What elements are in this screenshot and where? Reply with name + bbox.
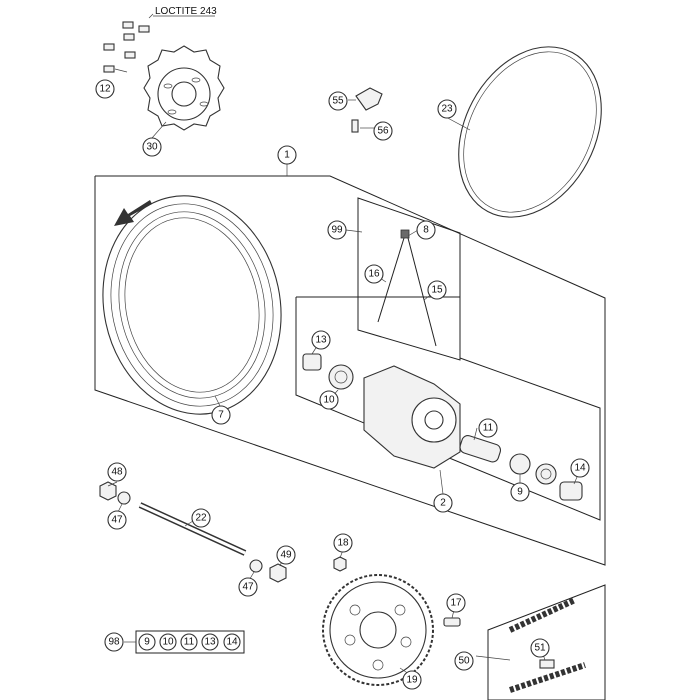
kit-item-14: 14 <box>223 633 241 651</box>
brake-disc <box>143 45 225 131</box>
callout-49: 49 <box>276 545 296 565</box>
callout-12: 12 <box>95 79 115 99</box>
callout-18: 18 <box>333 533 353 553</box>
axle <box>99 481 287 583</box>
svg-text:56: 56 <box>377 126 389 137</box>
valve-parts <box>351 87 383 133</box>
rotation-arrow <box>114 200 152 226</box>
kit-item-9: 9 <box>138 633 156 651</box>
kit-item-13: 13 <box>201 633 219 651</box>
svg-text:10: 10 <box>162 637 174 648</box>
svg-text:15: 15 <box>431 285 443 296</box>
callout-10: 10 <box>319 390 339 410</box>
svg-text:49: 49 <box>280 550 292 561</box>
callout-50: 50 <box>454 651 474 671</box>
callout-17: 17 <box>446 593 466 613</box>
rim <box>102 195 282 415</box>
callout-55: 55 <box>328 91 348 111</box>
callout-30: 30 <box>142 137 162 157</box>
svg-text:99: 99 <box>331 225 343 236</box>
callout-51: 51 <box>530 638 550 658</box>
svg-text:17: 17 <box>450 598 462 609</box>
callout-48: 48 <box>107 462 127 482</box>
svg-text:1: 1 <box>284 150 290 161</box>
svg-text:98: 98 <box>108 637 120 648</box>
spokes <box>377 229 437 347</box>
svg-text:48: 48 <box>111 467 123 478</box>
svg-text:7: 7 <box>218 410 224 421</box>
svg-text:55: 55 <box>332 96 344 107</box>
sprocket <box>322 556 461 686</box>
callout-1: 1 <box>277 145 297 165</box>
svg-text:12: 12 <box>99 84 111 95</box>
callout-11: 11 <box>478 418 498 438</box>
svg-text:9: 9 <box>144 637 150 648</box>
svg-text:10: 10 <box>323 395 335 406</box>
svg-text:13: 13 <box>315 335 327 346</box>
callout-2: 2 <box>433 493 453 513</box>
svg-text:47: 47 <box>111 515 123 526</box>
callout-14: 14 <box>570 458 590 478</box>
disc-bolts <box>103 13 154 73</box>
callout-99: 99 <box>327 220 347 240</box>
callout-9: 9 <box>510 482 530 502</box>
loctite-note: LOCTITE 243 <box>155 6 217 17</box>
callout-56: 56 <box>373 121 393 141</box>
callout-23: 23 <box>437 99 457 119</box>
kit-item-11: 11 <box>180 633 198 651</box>
svg-text:14: 14 <box>574 463 586 474</box>
svg-text:9: 9 <box>517 487 523 498</box>
svg-text:47: 47 <box>242 582 254 593</box>
callout-98: 98 <box>104 632 124 652</box>
svg-text:23: 23 <box>441 104 453 115</box>
callout-22: 22 <box>191 508 211 528</box>
callout-13: 13 <box>311 330 331 350</box>
svg-text:13: 13 <box>204 637 216 648</box>
hub <box>302 353 583 501</box>
svg-text:18: 18 <box>337 538 349 549</box>
callout-7: 7 <box>211 405 231 425</box>
svg-text:14: 14 <box>226 637 238 648</box>
svg-text:2: 2 <box>440 498 446 509</box>
callout-47-right: 47 <box>238 577 258 597</box>
svg-text:11: 11 <box>184 637 195 648</box>
svg-text:19: 19 <box>406 675 418 686</box>
svg-text:51: 51 <box>534 643 546 654</box>
svg-text:50: 50 <box>458 656 470 667</box>
callout-19: 19 <box>402 670 422 690</box>
svg-text:16: 16 <box>368 269 380 280</box>
tire-tube <box>458 46 602 218</box>
svg-text:22: 22 <box>195 513 207 524</box>
kit-item-10: 10 <box>159 633 177 651</box>
callout-16: 16 <box>364 264 384 284</box>
chain <box>487 584 606 700</box>
svg-text:11: 11 <box>483 423 494 434</box>
svg-text:8: 8 <box>423 225 429 236</box>
assembly-1-frame <box>94 175 606 566</box>
callout-15: 15 <box>427 280 447 300</box>
svg-text:30: 30 <box>146 142 158 153</box>
callout-47-left: 47 <box>107 510 127 530</box>
callout-8: 8 <box>416 220 436 240</box>
